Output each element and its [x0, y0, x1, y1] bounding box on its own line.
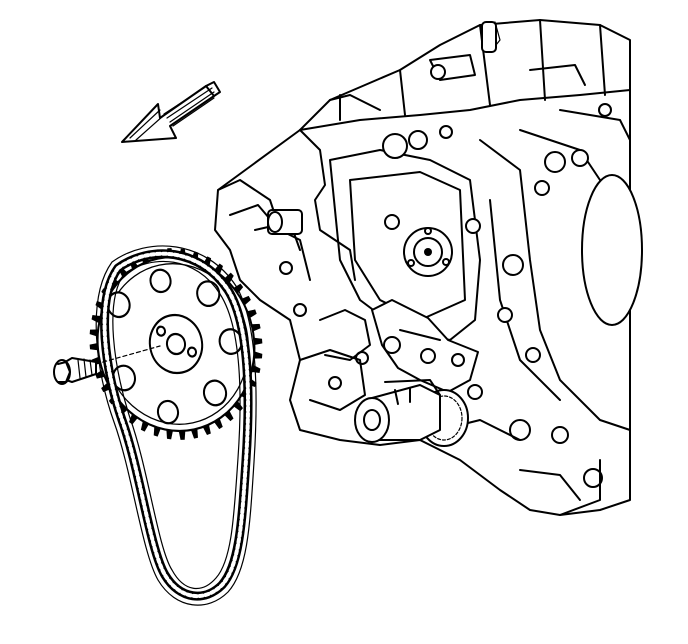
direction-arrow-icon	[121, 81, 221, 143]
chain-tensioner-icon	[371, 299, 479, 393]
engine-block-icon	[214, 19, 643, 516]
sprocket-bolt-icon	[53, 345, 161, 385]
crankshaft-sprocket-icon	[354, 379, 469, 447]
timing-chain-icon	[95, 245, 257, 606]
